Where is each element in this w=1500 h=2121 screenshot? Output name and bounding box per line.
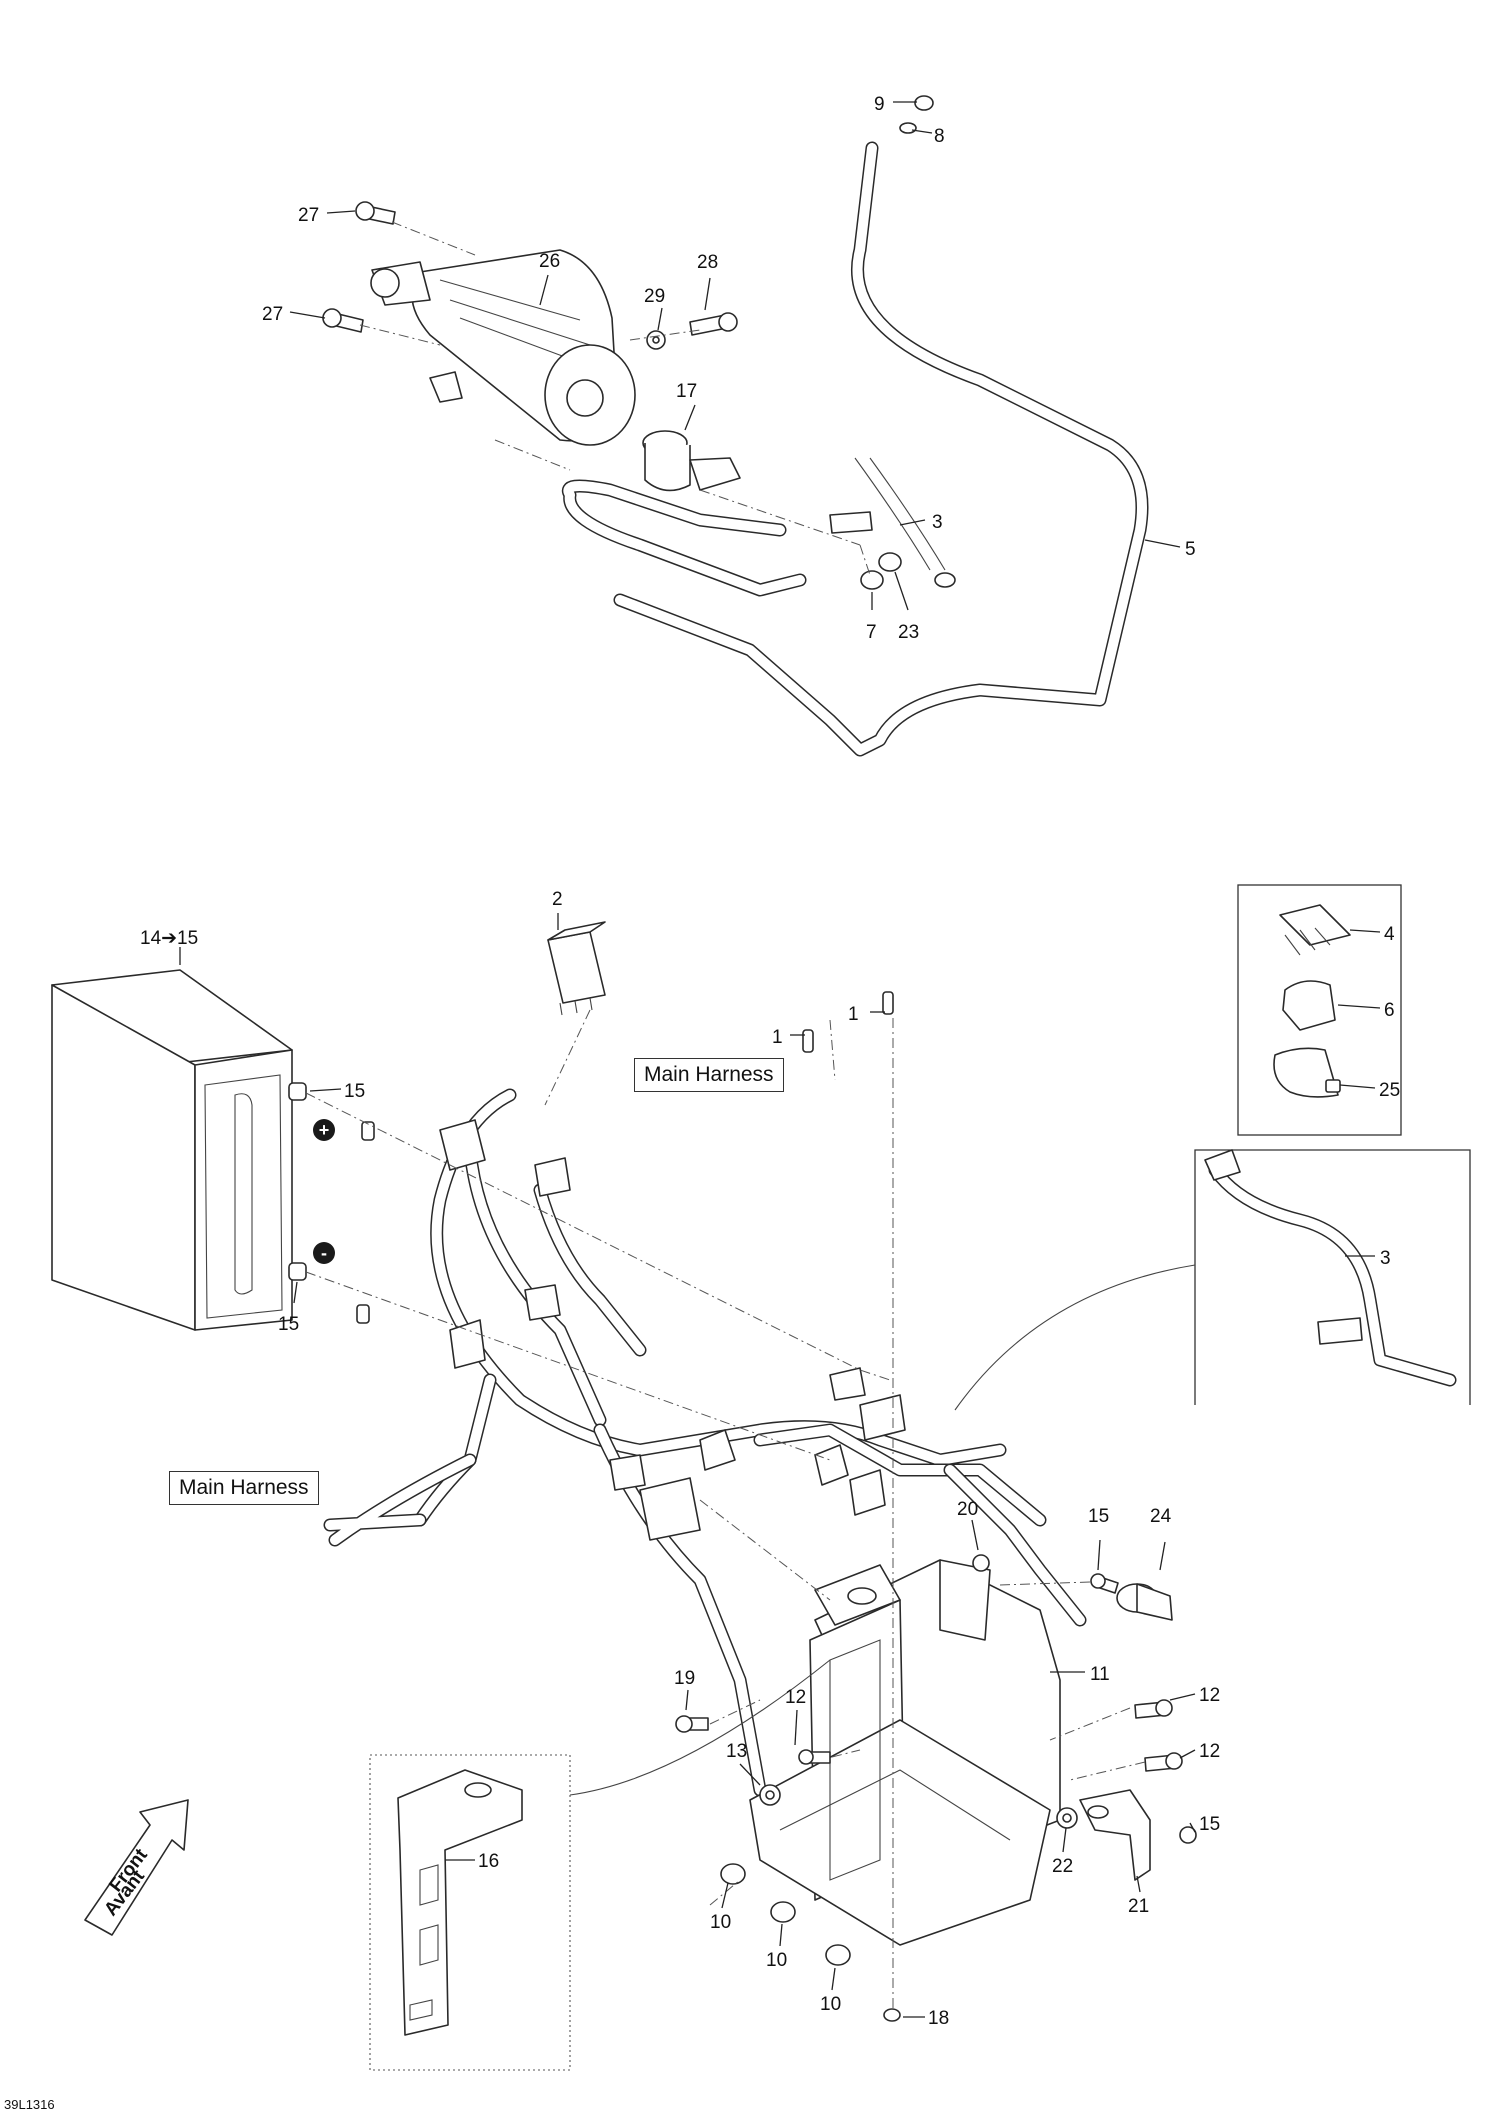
callout-18: 18 <box>928 2008 949 2029</box>
callout-27-lower: 27 <box>262 304 283 325</box>
callout-12-lower-right: 12 <box>1199 1741 1220 1762</box>
callout-5: 5 <box>1185 539 1196 560</box>
fuse-4 <box>1279 904 1351 956</box>
callout-2: 2 <box>552 889 563 910</box>
callout-21: 21 <box>1128 1896 1149 1917</box>
callout-19: 19 <box>674 1668 695 1689</box>
cable-3-inset <box>1204 1149 1457 1387</box>
callout-9: 9 <box>874 94 885 115</box>
callout-12-upper-right: 12 <box>1199 1685 1220 1706</box>
starter-solenoid <box>642 430 741 492</box>
callout-10-middle: 10 <box>766 1950 787 1971</box>
lower-dash-lines <box>305 1009 1146 2008</box>
callout-11: 11 <box>1090 1664 1110 1685</box>
callout-13: 13 <box>726 1741 747 1762</box>
callout-7: 7 <box>866 622 877 643</box>
main-harness-label-lower: Main Harness <box>169 1471 319 1505</box>
callout-1-left: 1 <box>772 1027 783 1048</box>
drawing-code: 39L1316 <box>4 2097 55 2112</box>
callout-leaders <box>179 101 1381 2018</box>
negative-terminal-label: - <box>321 1243 327 1263</box>
callout-12-left: 12 <box>785 1687 806 1708</box>
callout-3-top: 3 <box>932 512 943 533</box>
callout-22: 22 <box>1052 1856 1073 1877</box>
nut-9-washer-8 <box>899 95 934 134</box>
callout-4: 4 <box>1384 924 1395 945</box>
cable-5 <box>613 141 1149 757</box>
callout-numbers: 9 8 27 27 26 28 29 17 3 5 7 23 2 14➔15 1… <box>140 94 1400 2029</box>
cable-3-reference-line <box>954 1264 1196 1411</box>
callout-29: 29 <box>644 286 665 307</box>
battery-terminal-bolts <box>288 1082 375 1324</box>
callout-14-to-15: 14➔15 <box>140 928 198 949</box>
bracket-16-inset-frame <box>369 1754 571 2071</box>
starter-motor <box>370 249 636 446</box>
callout-24: 24 <box>1150 1506 1172 1527</box>
callout-10-left: 10 <box>710 1912 731 1933</box>
callout-28: 28 <box>697 252 718 273</box>
positive-terminal-label: + <box>319 1120 330 1140</box>
clip-6 <box>1282 980 1336 1031</box>
callout-20: 20 <box>957 1499 978 1520</box>
battery <box>51 969 293 1331</box>
main-harness-label-upper: Main Harness <box>634 1058 784 1092</box>
battery-tray-11 <box>749 1559 1061 1946</box>
positive-terminal-icon: + <box>313 1119 335 1141</box>
callout-6: 6 <box>1384 1000 1395 1021</box>
harness-connectors <box>439 1119 906 1541</box>
callout-8: 8 <box>934 126 945 147</box>
callout-10-right: 10 <box>820 1994 841 2015</box>
fuses-inset-frame <box>1237 884 1402 1136</box>
front-direction-arrow: Front Avant <box>84 1799 189 1936</box>
callout-23: 23 <box>898 622 919 643</box>
connector-25 <box>1273 1047 1341 1098</box>
bracket-16-reference-line <box>569 1659 831 1796</box>
callout-17: 17 <box>676 381 697 402</box>
holder-clips-1 <box>802 991 894 1053</box>
callout-16: 16 <box>478 1851 499 1872</box>
cable-loop <box>561 479 807 597</box>
nuts-7-23 <box>860 552 902 590</box>
callout-15-battery-negative: 15 <box>278 1314 299 1335</box>
callout-15-battery-positive: 15 <box>344 1081 365 1102</box>
callout-25: 25 <box>1379 1080 1400 1101</box>
callout-15-bracket: 15 <box>1199 1814 1220 1835</box>
callout-1-right: 1 <box>848 1004 859 1025</box>
bracket-16 <box>397 1769 523 2036</box>
top-dash-lines <box>359 221 871 576</box>
callout-15-fuse: 15 <box>1088 1506 1109 1527</box>
fasteners <box>675 1554 1197 2022</box>
fuse-holder-24 <box>1116 1583 1173 1621</box>
callout-27-upper: 27 <box>298 205 319 226</box>
relay <box>547 921 606 1016</box>
callout-3-inset: 3 <box>1380 1248 1391 1269</box>
cable-3-inset-frame <box>1194 1149 1471 1405</box>
bracket-21 <box>1079 1789 1151 1881</box>
callout-26: 26 <box>539 251 560 272</box>
negative-terminal-icon: - <box>313 1242 335 1264</box>
cable-3-top <box>829 457 956 588</box>
